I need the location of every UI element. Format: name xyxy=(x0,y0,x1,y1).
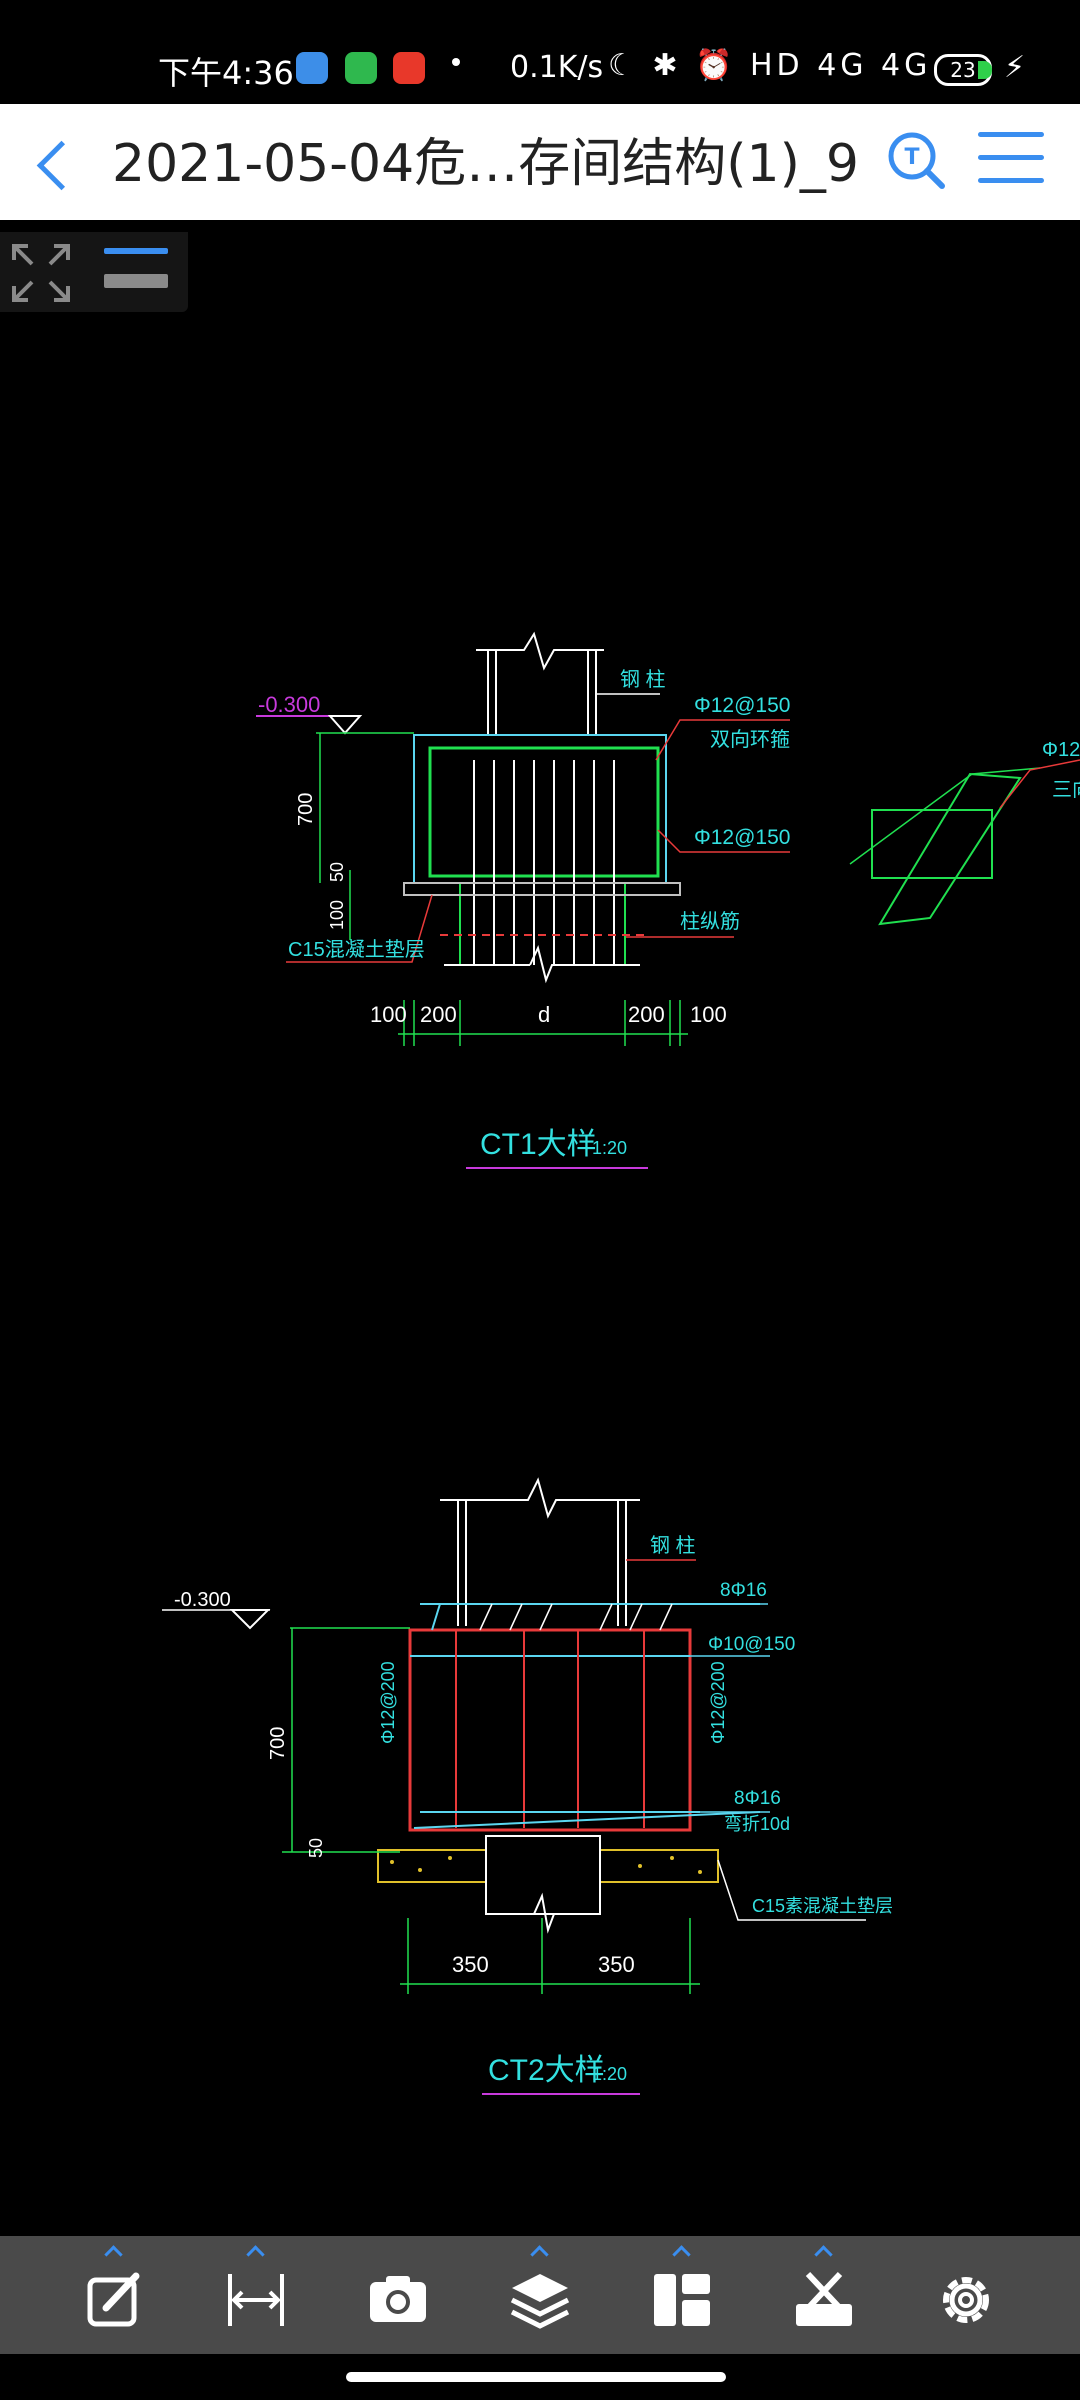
ct1-rebar-top: Φ12@150 xyxy=(694,694,790,717)
ct2-elevation: -0.300 xyxy=(174,1589,231,1611)
home-indicator[interactable] xyxy=(346,2372,726,2382)
ct1-dim-3: d xyxy=(538,1002,550,1027)
menu-icon[interactable] xyxy=(978,132,1044,188)
expand-caret-icon xyxy=(814,2245,833,2264)
measure-button[interactable] xyxy=(196,2236,316,2354)
tools-button[interactable] xyxy=(764,2236,884,2354)
ct2-dim-50: 50 xyxy=(306,1838,326,1858)
status-bar: 下午4:36 0.1K/s ☾ ✱ ⏰ HD 4G 4G 23 ⚡ xyxy=(0,0,1080,104)
ct2-rebar-bottom-note: 弯折10d xyxy=(724,1814,790,1834)
more-notifications-dot xyxy=(452,58,460,66)
document-title: 2021-05-04危…存间结构(1)_9 xyxy=(112,134,859,194)
layout-button[interactable] xyxy=(622,2236,742,2354)
status-time: 下午4:36 xyxy=(158,54,294,92)
ct1-side-label-2: 三向 xyxy=(1052,778,1080,801)
ct1-dim-100v: 100 xyxy=(327,900,347,930)
ct1-dim-1: 100 xyxy=(370,1002,407,1027)
drawing-canvas[interactable]: 钢 柱 -0.300 700 xyxy=(0,220,1080,2236)
ct1-rebar-side: Φ12@150 xyxy=(694,826,790,849)
ct2-dim-700: 700 xyxy=(267,1727,289,1760)
ct1-elevation: -0.300 xyxy=(258,692,320,717)
ct2-steel-col: 钢 柱 xyxy=(650,1534,696,1557)
ct1-pad: C15混凝土垫层 xyxy=(288,938,425,961)
ct2-rebar-right: Φ12@200 xyxy=(708,1661,728,1744)
svg-text:T: T xyxy=(904,145,919,170)
ct1-detail: 钢 柱 -0.300 700 xyxy=(256,631,1080,1169)
ct2-detail: 钢 柱 xyxy=(162,1477,893,2095)
status-icons: ☾ ✱ ⏰ HD 4G 4G xyxy=(608,48,932,83)
camera-icon xyxy=(370,2276,426,2322)
ct2-dim-1: 350 xyxy=(452,1952,489,1977)
layers-icon xyxy=(510,2274,570,2329)
ct1-scale: 1:20 xyxy=(592,1138,627,1158)
back-arrow-icon xyxy=(36,140,87,191)
ct2-pad: C15素混凝土垫层 xyxy=(752,1896,893,1916)
text-search-icon[interactable]: T xyxy=(884,128,948,192)
layers-button[interactable] xyxy=(480,2236,600,2354)
expand-caret-icon xyxy=(530,2245,549,2264)
layout-toggle-icon[interactable] xyxy=(104,244,168,300)
camera-button[interactable] xyxy=(338,2236,458,2354)
view-toggle-panel xyxy=(0,232,188,312)
ct2-caption: CT2大样 xyxy=(488,2054,605,2087)
ct2-dim-2: 350 xyxy=(598,1952,635,1977)
edit-icon xyxy=(87,2272,140,2327)
expand-caret-icon xyxy=(104,2245,123,2264)
ct1-rebar-long: 柱纵筋 xyxy=(680,910,740,933)
settings-icon xyxy=(943,2277,989,2323)
net-speed: 0.1K/s xyxy=(510,50,604,85)
ct1-dim-2: 200 xyxy=(420,1002,457,1027)
ct2-rebar-bottom: 8Φ16 xyxy=(734,1788,781,1809)
ct2-rebar-ring: Φ10@150 xyxy=(708,1634,795,1655)
ct2-scale: 1:20 xyxy=(592,2064,627,2084)
edit-button[interactable] xyxy=(54,2236,174,2354)
ct1-dim-50: 50 xyxy=(327,862,347,882)
cad-drawing: 钢 柱 -0.300 700 xyxy=(162,631,1080,2095)
ct1-rebar-top-note: 双向环箍 xyxy=(710,728,790,751)
app-store-icon xyxy=(393,52,425,84)
battery-icon: 23 xyxy=(934,54,992,86)
ct1-dim-4: 200 xyxy=(628,1002,665,1027)
charging-icon: ⚡ xyxy=(1004,50,1026,85)
wechat-icon xyxy=(345,52,377,84)
back-button[interactable] xyxy=(20,120,90,204)
ct1-steel-col: 钢 柱 xyxy=(620,668,666,691)
measure-icon xyxy=(228,2274,284,2326)
expand-caret-icon xyxy=(246,2245,265,2264)
app-header xyxy=(0,104,1080,220)
tools-icon xyxy=(796,2271,852,2326)
app-notification-icon xyxy=(296,52,328,84)
ct1-side-label-1: Φ12@ xyxy=(1042,739,1080,761)
ct1-dim-5: 100 xyxy=(690,1002,727,1027)
layout-icon xyxy=(654,2274,710,2326)
ct2-rebar-top: 8Φ16 xyxy=(720,1580,767,1601)
ct1-dim-700: 700 xyxy=(295,793,317,826)
fullscreen-icon[interactable] xyxy=(10,242,72,304)
settings-button[interactable] xyxy=(906,2236,1026,2354)
ct2-rebar-left: Φ12@200 xyxy=(378,1661,398,1744)
ct1-caption: CT1大样 xyxy=(480,1128,597,1161)
expand-caret-icon xyxy=(672,2245,691,2264)
